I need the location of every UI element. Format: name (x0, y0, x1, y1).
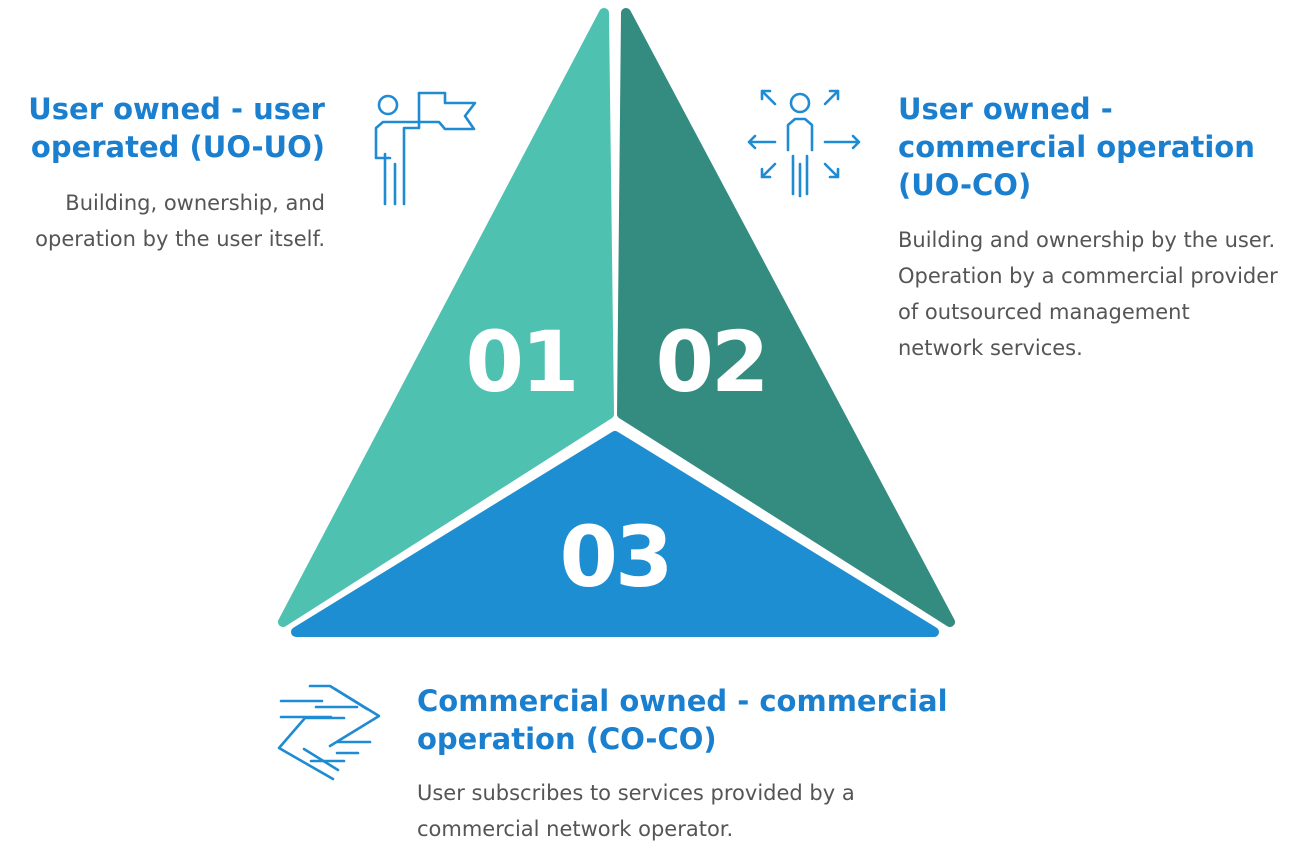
exchange-arrows-icon (277, 684, 381, 781)
segment-02-triangle (617, 8, 955, 627)
segment-01-number: 01 (466, 313, 577, 411)
segment-03-triangle (291, 431, 939, 637)
segment-01-text: User owned - user operated (UO-UO) Build… (0, 90, 325, 257)
segment-01-description: Building, ownership, and operation by th… (35, 191, 325, 251)
segment-02-heading: User owned - commercial operation (UO-CO… (898, 92, 1255, 202)
segment-03-number: 03 (560, 508, 671, 606)
segment-03-description: User subscribes to services provided by … (417, 781, 855, 841)
segment-03-text: Commercial owned - commercial operation … (417, 682, 977, 847)
segment-02-description: Building and ownership by the user. Oper… (898, 228, 1278, 360)
segment-01-heading: User owned - user operated (UO-UO) (28, 92, 325, 164)
segment-02-number: 02 (656, 313, 767, 411)
segment-01-triangle (278, 8, 614, 627)
segment-02-text: User owned - commercial operation (UO-CO… (898, 90, 1278, 366)
person-with-arrows-icon (747, 89, 861, 198)
segment-03-heading: Commercial owned - commercial operation … (417, 684, 948, 756)
person-with-flag-icon (374, 91, 477, 206)
